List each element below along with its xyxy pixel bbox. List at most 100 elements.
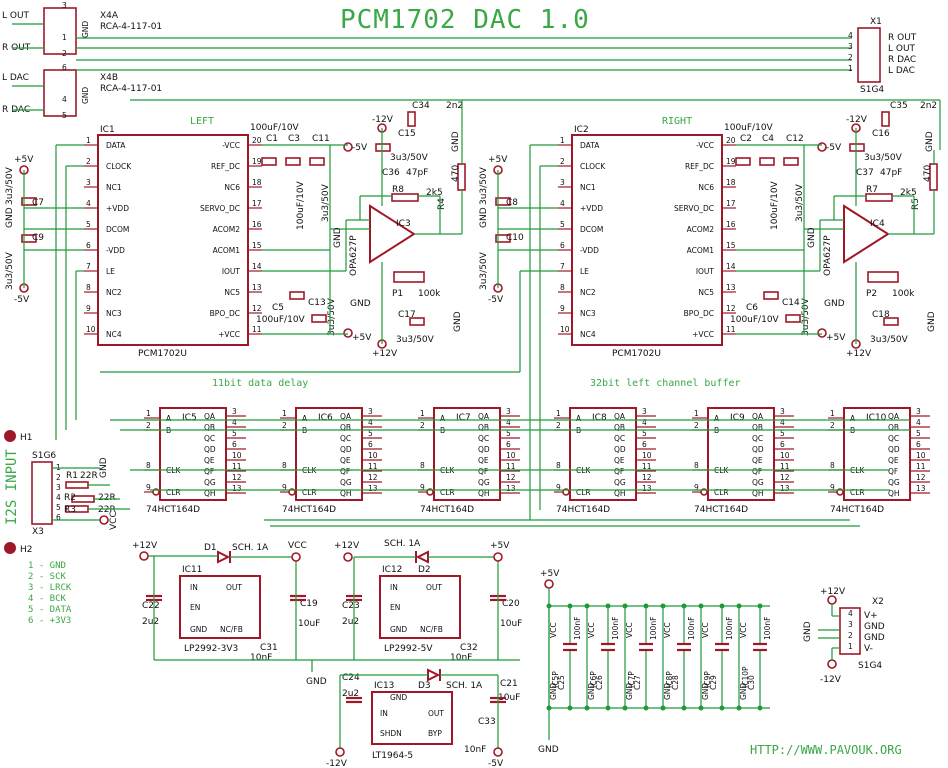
svg-text:D3: D3	[418, 681, 431, 691]
svg-text:12: 12	[916, 473, 926, 482]
ic2-pin-nc4: NC4	[580, 330, 596, 339]
i2s-pinout-legend: 1 - GND 2 - SCK 3 - LRCK 4 - BCK 5 - DAT…	[28, 561, 72, 626]
svg-text:L OUT: L OUT	[888, 44, 916, 54]
svg-text:100nF: 100nF	[649, 617, 658, 640]
svg-text:+5V: +5V	[826, 333, 846, 343]
svg-text:CLR: CLR	[440, 488, 455, 497]
ic2-pin-num: 9	[560, 304, 565, 313]
ic2-pin-nc6: NC6	[698, 183, 714, 192]
svg-text:74HCT164D: 74HCT164D	[830, 505, 884, 515]
svg-text:100nF: 100nF	[611, 617, 620, 640]
svg-text:P2: P2	[866, 289, 877, 299]
svg-text:QA: QA	[340, 412, 352, 421]
ic2-pin-vcc: -VCC	[696, 141, 714, 150]
svg-text:-5V: -5V	[14, 295, 30, 305]
svg-text:GND: GND	[739, 683, 748, 700]
svg-text:2u2: 2u2	[342, 617, 359, 627]
ic2-pin-nc5: NC5	[698, 288, 714, 297]
svg-text:A: A	[166, 414, 172, 423]
svg-text:QF: QF	[888, 467, 898, 476]
connector-x2: X2 V+ GND GND V- 4 3 2 1 S1G4 +12V -12V …	[803, 587, 885, 685]
svg-text:IC10: IC10	[866, 413, 887, 423]
svg-text:74HCT164D: 74HCT164D	[694, 505, 748, 515]
svg-text:QB: QB	[614, 423, 625, 432]
section-buffer: 32bit left channel buffer	[590, 378, 741, 389]
gnd-labels-dac: GND GND GND GND GND GND GND GND GND GND	[5, 131, 937, 332]
x4b-label-l-dac: L DAC	[2, 73, 29, 83]
svg-text:SCH. 1A: SCH. 1A	[384, 539, 421, 549]
svg-text:5: 5	[780, 429, 785, 438]
ic1-pin-acom1: ACOM1	[213, 246, 241, 255]
svg-text:QA: QA	[888, 412, 900, 421]
ic2-pin-nc2: NC2	[580, 288, 596, 297]
svg-text:C19: C19	[300, 599, 318, 609]
svg-text:LP2992-3V3: LP2992-3V3	[184, 644, 238, 654]
x4b-ref: X4B	[100, 73, 118, 83]
ic2-pin-+vdd: +VDD	[580, 204, 603, 213]
svg-text:GND: GND	[306, 677, 327, 687]
ic2-pin-nc1: NC1	[580, 183, 596, 192]
svg-text:A: A	[440, 414, 446, 423]
website-url[interactable]: HTTP://WWW.PAVOUK.ORG	[750, 743, 902, 757]
svg-text:GND: GND	[587, 683, 596, 700]
ic1-pin-refdc: REF_DC	[211, 162, 240, 171]
svg-text:6: 6	[62, 63, 67, 72]
ic2-pin-dcom: DCOM	[580, 225, 603, 234]
svg-text:-12V: -12V	[372, 115, 394, 125]
svg-text:11: 11	[368, 462, 378, 471]
svg-text:8: 8	[694, 461, 699, 470]
svg-text:P1: P1	[392, 289, 403, 299]
svg-text:OUT: OUT	[426, 583, 442, 592]
ic1-pin-clock: CLOCK	[106, 162, 132, 171]
svg-text:CLR: CLR	[850, 488, 865, 497]
ic2-pin-num: 11	[726, 325, 736, 334]
svg-text:C3: C3	[288, 134, 300, 144]
svg-text:QA: QA	[204, 412, 216, 421]
svg-text:QD: QD	[888, 445, 900, 454]
svg-text:2: 2	[420, 421, 425, 430]
svg-text:SCH. 1A: SCH. 1A	[446, 681, 483, 691]
svg-text:13: 13	[916, 484, 926, 493]
svg-text:QF: QF	[340, 467, 350, 476]
svg-text:QF: QF	[204, 467, 214, 476]
svg-text:100nF: 100nF	[687, 617, 696, 640]
svg-text:2: 2	[694, 421, 699, 430]
svg-text:QC: QC	[752, 434, 763, 443]
ic2-pin-data: DATA	[580, 141, 600, 150]
svg-text:EN: EN	[190, 603, 200, 612]
svg-text:1: 1	[62, 33, 67, 42]
svg-text:5: 5	[642, 429, 647, 438]
svg-text:4 - BCK: 4 - BCK	[28, 594, 67, 604]
svg-text:V-: V-	[864, 644, 873, 654]
hole-h2	[4, 542, 16, 554]
svg-text:VCC: VCC	[739, 622, 748, 638]
svg-text:GND: GND	[453, 311, 463, 332]
svg-text:GND: GND	[824, 299, 845, 309]
svg-text:1: 1	[420, 409, 425, 418]
svg-text:9: 9	[694, 483, 699, 492]
svg-text:2: 2	[848, 53, 853, 62]
ic1-pin-bpodc: BPO_DC	[210, 309, 240, 318]
svg-text:1: 1	[830, 409, 835, 418]
ic1-pin-num: 2	[86, 157, 91, 166]
svg-text:IC2: IC2	[574, 125, 589, 135]
svg-text:GND: GND	[390, 693, 407, 702]
svg-text:3u3/50V: 3u3/50V	[870, 335, 909, 345]
i2s-input: I2S INPUT S1G6 X3 1 2 3 4 5 6 R1 22R R2 …	[4, 449, 130, 537]
ic2-pin-num: 1	[560, 136, 565, 145]
svg-text:3u3/50V: 3u3/50V	[5, 251, 15, 290]
svg-text:4: 4	[642, 418, 647, 427]
svg-text:C23: C23	[342, 601, 360, 611]
svg-text:10: 10	[780, 451, 790, 460]
svg-text:3: 3	[848, 42, 853, 51]
svg-text:6: 6	[56, 513, 61, 522]
svg-text:QB: QB	[752, 423, 763, 432]
svg-text:QE: QE	[888, 456, 899, 465]
svg-text:8: 8	[146, 461, 151, 470]
svg-text:C22: C22	[142, 601, 160, 611]
ic2-pin-nc3: NC3	[580, 309, 596, 318]
svg-text:1: 1	[146, 409, 151, 418]
svg-text:QH: QH	[340, 489, 352, 498]
svg-text:8: 8	[556, 461, 561, 470]
svg-text:11: 11	[780, 462, 790, 471]
